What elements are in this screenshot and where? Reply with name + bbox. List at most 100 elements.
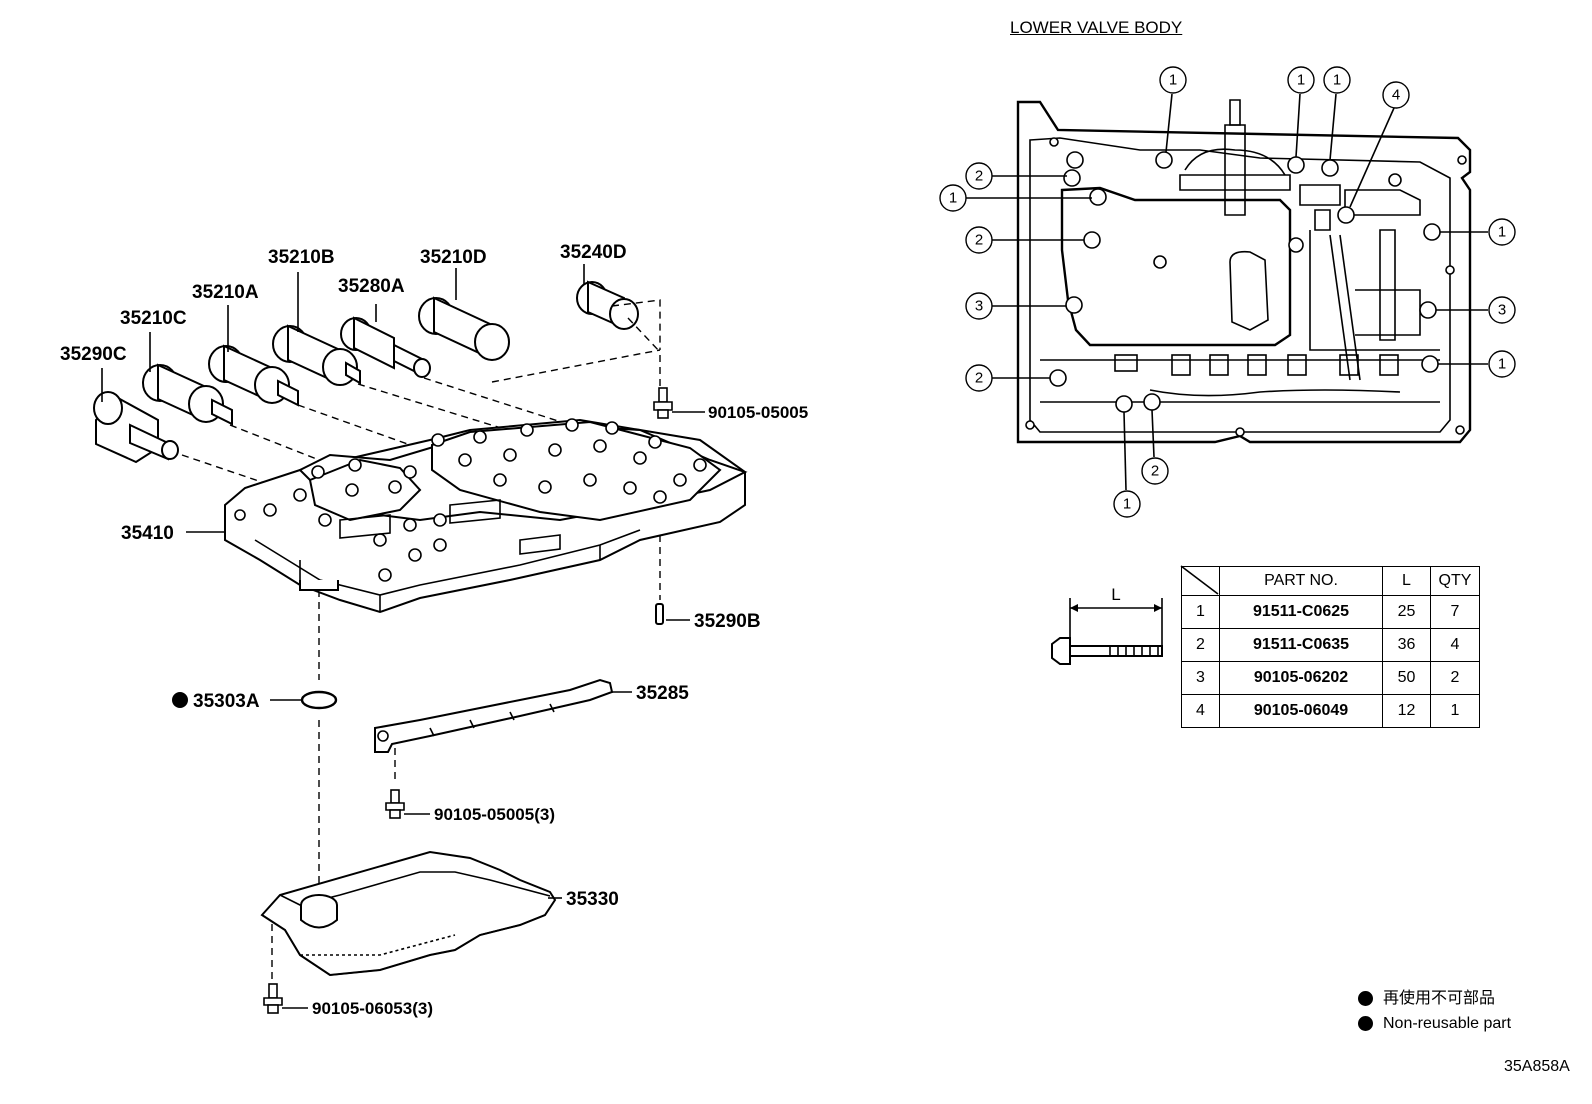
callout-3-b: 3 <box>1488 296 1516 324</box>
callout-markers: 1 1 1 4 2 1 2 3 2 2 1 1 3 1 <box>939 66 1516 518</box>
table-cell-part: 90105-06202 <box>1219 661 1383 695</box>
table-cell-qty: 4 <box>1430 628 1480 662</box>
table-cell-l: 50 <box>1382 661 1431 695</box>
svg-text:1: 1 <box>949 190 957 207</box>
svg-text:2: 2 <box>1151 463 1159 480</box>
label-35290B: 35290B <box>694 611 761 632</box>
svg-text:2: 2 <box>975 370 983 387</box>
label-90105-05005: 90105-05005 <box>708 403 808 422</box>
bolt-spec-table: PART NO. L QTY 1 91511-C0625 25 7 2 9151… <box>1181 566 1480 728</box>
table-cell-no: 2 <box>1181 628 1220 662</box>
callout-leaders <box>966 93 1488 491</box>
bolt-90105-05005 <box>653 387 673 419</box>
plate-35285 <box>374 678 614 753</box>
bullet-icon <box>1358 1016 1373 1032</box>
non-reusable-mark <box>172 692 188 708</box>
svg-text:4: 4 <box>1392 87 1400 104</box>
legend-item-en: Non-reusable part <box>1358 1011 1511 1036</box>
svg-text:1: 1 <box>1169 72 1177 89</box>
table-cell-qty: 7 <box>1430 595 1480 629</box>
solenoid-35240D <box>576 280 639 330</box>
bolt-dimension-diagram: L <box>1051 585 1163 665</box>
callout-1-g: 1 <box>1488 350 1516 378</box>
solenoid-35210D <box>418 296 510 361</box>
dimension-L: L <box>1111 585 1120 604</box>
pin-35290B <box>655 603 664 625</box>
label-35285: 35285 <box>636 683 689 704</box>
table-cell-l: 12 <box>1382 694 1431 728</box>
label-35240D: 35240D <box>560 242 627 263</box>
valve-body-35410 <box>224 418 748 614</box>
svg-text:3: 3 <box>1498 302 1506 319</box>
table-cell-part: 90105-06049 <box>1219 694 1383 728</box>
callout-3-a: 3 <box>965 292 993 320</box>
callout-1-d: 1 <box>939 184 967 212</box>
solenoid-35280A <box>340 316 431 378</box>
label-35280A: 35280A <box>338 276 405 297</box>
lower-valve-body-drawing <box>1016 99 1472 444</box>
callout-2-c: 2 <box>965 364 993 392</box>
svg-text:2: 2 <box>975 232 983 249</box>
table-header-l: L <box>1382 566 1431 596</box>
table-cell-qty: 2 <box>1430 661 1480 695</box>
table-cell-l: 36 <box>1382 628 1431 662</box>
table-row: 1 91511-C0625 25 7 <box>1181 595 1480 629</box>
leader-lines <box>101 264 705 1009</box>
table-cell-part: 91511-C0625 <box>1219 595 1383 629</box>
legend-item-jp: 再使用不可部品 <box>1358 986 1511 1011</box>
callout-2-d: 2 <box>1141 457 1169 485</box>
o-ring-35303A <box>300 690 338 710</box>
svg-text:1: 1 <box>1498 356 1506 373</box>
label-35290C: 35290C <box>60 344 127 365</box>
label-90105-05005-3: 90105-05005(3) <box>434 805 555 824</box>
svg-text:1: 1 <box>1333 72 1341 89</box>
table-header-blank <box>1181 566 1220 596</box>
bullet-icon <box>1358 991 1373 1007</box>
reference-code: 35A858A <box>1504 1058 1570 1075</box>
table-header-part-no: PART NO. <box>1219 566 1383 596</box>
table-row: 4 90105-06049 12 1 <box>1181 694 1480 728</box>
table-row: 3 90105-06202 50 2 <box>1181 661 1480 695</box>
table-header-qty: QTY <box>1430 566 1480 596</box>
table-cell-no: 3 <box>1181 661 1220 695</box>
table-header-row: PART NO. L QTY <box>1181 566 1480 596</box>
svg-text:1: 1 <box>1498 224 1506 241</box>
svg-text:2: 2 <box>975 168 983 185</box>
label-35410: 35410 <box>121 523 174 544</box>
table-cell-part: 91511-C0635 <box>1219 628 1383 662</box>
legend-text-jp: 再使用不可部品 <box>1383 990 1496 1007</box>
legend-text-en: Non-reusable part <box>1383 1015 1512 1032</box>
label-35210A: 35210A <box>192 282 259 303</box>
callout-1-f: 1 <box>1488 218 1516 246</box>
bolt-90105-05005-3 <box>385 789 405 819</box>
solenoid-35290C <box>93 391 179 464</box>
solenoid-35210B <box>272 324 361 386</box>
label-35210D: 35210D <box>420 247 487 268</box>
callout-4: 4 <box>1382 81 1410 109</box>
svg-text:1: 1 <box>1123 496 1131 513</box>
callout-1-e: 1 <box>1113 490 1141 518</box>
svg-text:3: 3 <box>975 298 983 315</box>
svg-text:1: 1 <box>1297 72 1305 89</box>
label-35303A: 35303A <box>193 691 260 712</box>
solenoid-35210A <box>208 344 299 407</box>
lower-valve-body-title: LOWER VALVE BODY <box>1010 18 1183 37</box>
table-row: 2 91511-C0635 36 4 <box>1181 628 1480 662</box>
bolt-90105-06053-3 <box>263 983 283 1014</box>
callout-1-b: 1 <box>1287 66 1315 94</box>
table-cell-l: 25 <box>1382 595 1431 629</box>
legend: 再使用不可部品 Non-reusable part <box>1358 986 1511 1036</box>
table-cell-no: 4 <box>1181 694 1220 728</box>
label-90105-06053-3: 90105-06053(3) <box>312 999 433 1018</box>
table-cell-qty: 1 <box>1430 694 1480 728</box>
callout-1-a: 1 <box>1159 66 1187 94</box>
table-cell-no: 1 <box>1181 595 1220 629</box>
callout-2-a: 2 <box>965 162 993 190</box>
label-35210B: 35210B <box>268 247 335 268</box>
callout-1-c: 1 <box>1323 66 1351 94</box>
callout-2-b: 2 <box>965 226 993 254</box>
solenoid-35210C <box>142 363 233 426</box>
label-35330: 35330 <box>566 889 619 910</box>
